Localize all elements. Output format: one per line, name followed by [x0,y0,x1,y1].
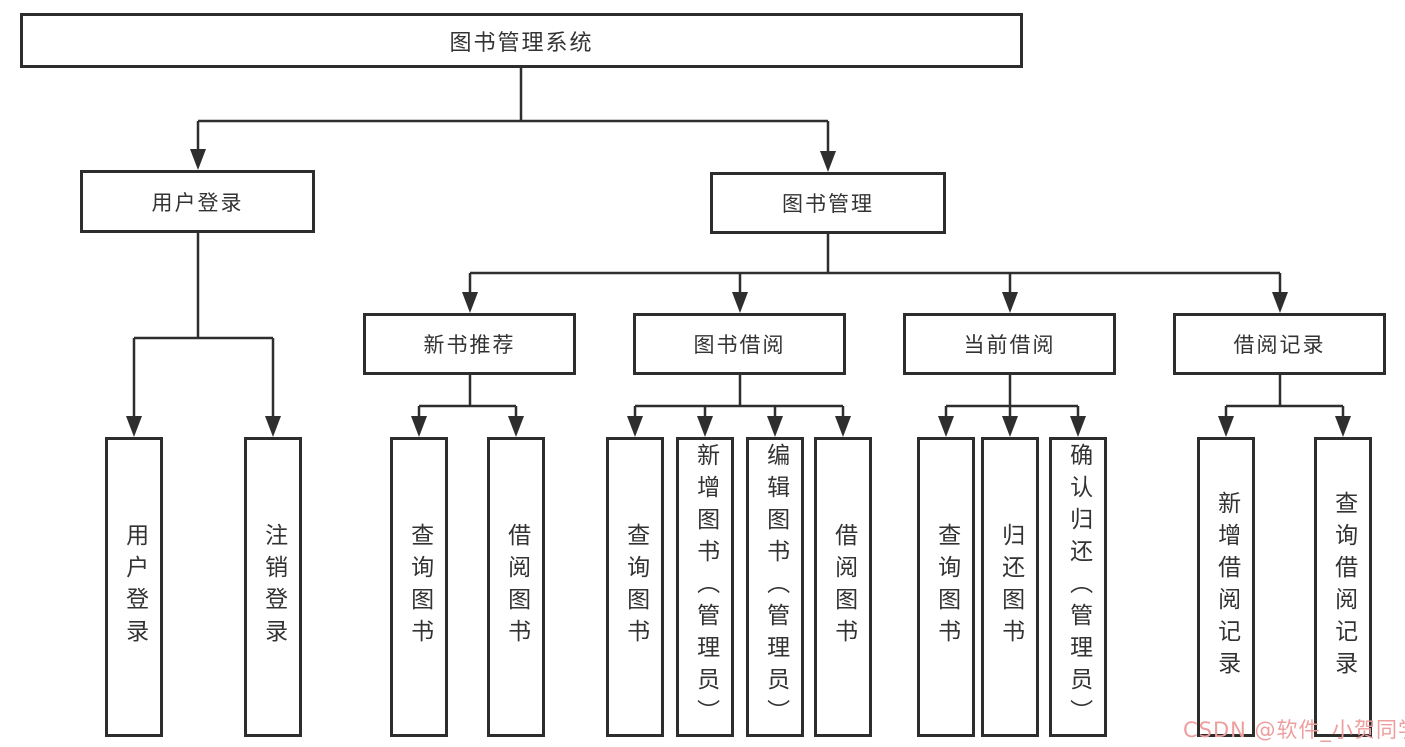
leaf-return-books-label: 归还图书 [997,523,1024,651]
leaf-query-borrow-record: 查询借阅记录 [1314,437,1372,737]
branch-user-login: 用户登录 [80,170,315,233]
leaf-confirm-return-admin: 确认归还（管理员） [1049,437,1107,737]
group-borrow-records: 借阅记录 [1173,313,1386,375]
group-book-borrow: 图书借阅 [633,313,846,375]
leaf-add-book-admin-label: 新增图书（管理员） [692,443,719,731]
leaf-add-borrow-record-label: 新增借阅记录 [1213,491,1240,683]
leaf-user-login: 用户登录 [105,437,163,737]
leaf-edit-book-admin: 编辑图书（管理员） [746,437,804,737]
leaf-return-books: 归还图书 [981,437,1039,737]
leaf-logout-label: 注销登录 [260,523,287,651]
leaf-query-books-borrow-label: 查询图书 [622,523,649,651]
leaf-query-books-current: 查询图书 [917,437,975,737]
leaf-borrow-books-recommend-label: 借阅图书 [503,523,530,651]
group-current-borrow: 当前借阅 [903,313,1116,375]
leaf-add-book-admin: 新增图书（管理员） [676,437,734,737]
leaf-borrow-books-recommend: 借阅图书 [487,437,545,737]
leaf-add-borrow-record: 新增借阅记录 [1197,437,1255,737]
leaf-query-borrow-record-label: 查询借阅记录 [1330,491,1357,683]
leaf-query-books-recommend: 查询图书 [390,437,448,737]
leaf-query-books-recommend-label: 查询图书 [406,523,433,651]
csdn-watermark: CSDN @软件_小贺同学 [1183,718,1405,742]
leaf-borrow-books-label: 借阅图书 [830,523,857,651]
leaf-logout: 注销登录 [244,437,302,737]
leaf-confirm-return-admin-label: 确认归还（管理员） [1065,443,1092,731]
leaf-query-books-borrow: 查询图书 [606,437,664,737]
leaf-borrow-books: 借阅图书 [814,437,872,737]
arrowhead-icons [126,149,1351,437]
branch-book-management: 图书管理 [710,172,946,234]
leaf-user-login-label: 用户登录 [121,523,148,651]
group-new-book-recommend: 新书推荐 [363,313,576,375]
root-node-library-management-system: 图书管理系统 [20,13,1023,68]
leaf-edit-book-admin-label: 编辑图书（管理员） [762,443,789,731]
leaf-query-books-current-label: 查询图书 [933,523,960,651]
